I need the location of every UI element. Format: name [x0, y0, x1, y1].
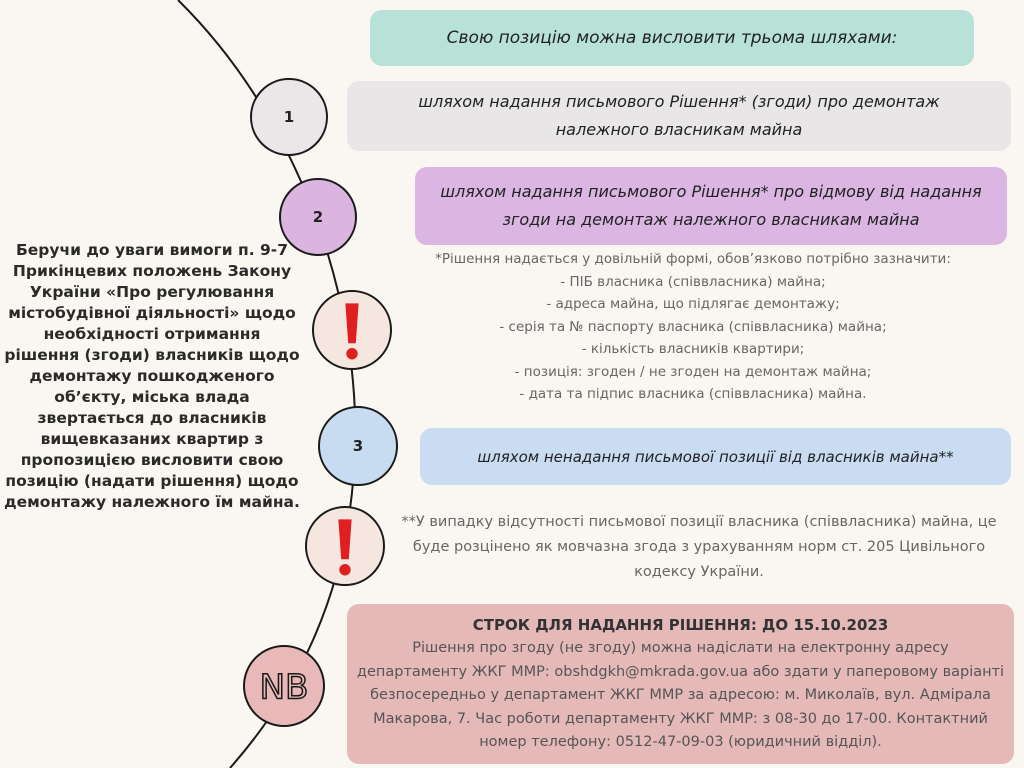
note-lead: *Рішення надається у довільній формі, об…	[435, 251, 951, 267]
intro-text: Беручи до уваги вимоги п. 9-7 Прикінцеви…	[4, 241, 300, 511]
deadline-title: СТРОК ДЛЯ НАДАННЯ РІШЕННЯ: ДО 15.10.2023	[472, 615, 889, 634]
note-item: - серія та № паспорту власника (співвлас…	[499, 318, 887, 335]
step-2-text: шляхом надання письмового Рішення* про в…	[415, 167, 1007, 245]
nb-logo-icon: NB	[243, 645, 325, 727]
note-silent-consent: **У випадку відсутності письмової позиці…	[401, 514, 997, 580]
deadline-box: СТРОК ДЛЯ НАДАННЯ РІШЕННЯ: ДО 15.10.2023…	[347, 604, 1014, 764]
step-1-number: 1	[250, 78, 328, 156]
note-item: - адреса майна, що підлягає демонтажу;	[546, 296, 840, 312]
exclamation-icon	[305, 506, 385, 586]
step-3-text: шляхом ненадання письмової позиції від в…	[420, 428, 1011, 485]
deadline-body: Рішення про згоду (не згоду) можна надіс…	[356, 640, 1005, 750]
note-item: - ПІБ власника (співвласника) майна;	[560, 273, 826, 290]
step-2-number: 2	[279, 178, 357, 256]
note-item: - кількість власників квартири;	[581, 341, 805, 357]
step-3-number: 3	[318, 406, 398, 486]
note-item: - позиція: згоден / не згоден на демонта…	[514, 363, 872, 380]
header-title: Свою позицію можна висловити трьома шлях…	[370, 10, 974, 66]
note-item: - дата та підпис власника (співвласника)…	[519, 386, 867, 402]
exclamation-icon	[312, 290, 392, 370]
step-1-text: шляхом надання письмового Рішення* (згод…	[347, 81, 1011, 151]
svg-text:NB: NB	[259, 667, 308, 707]
note-required-fields: *Рішення надається у довільній формі, об…	[380, 248, 1006, 406]
